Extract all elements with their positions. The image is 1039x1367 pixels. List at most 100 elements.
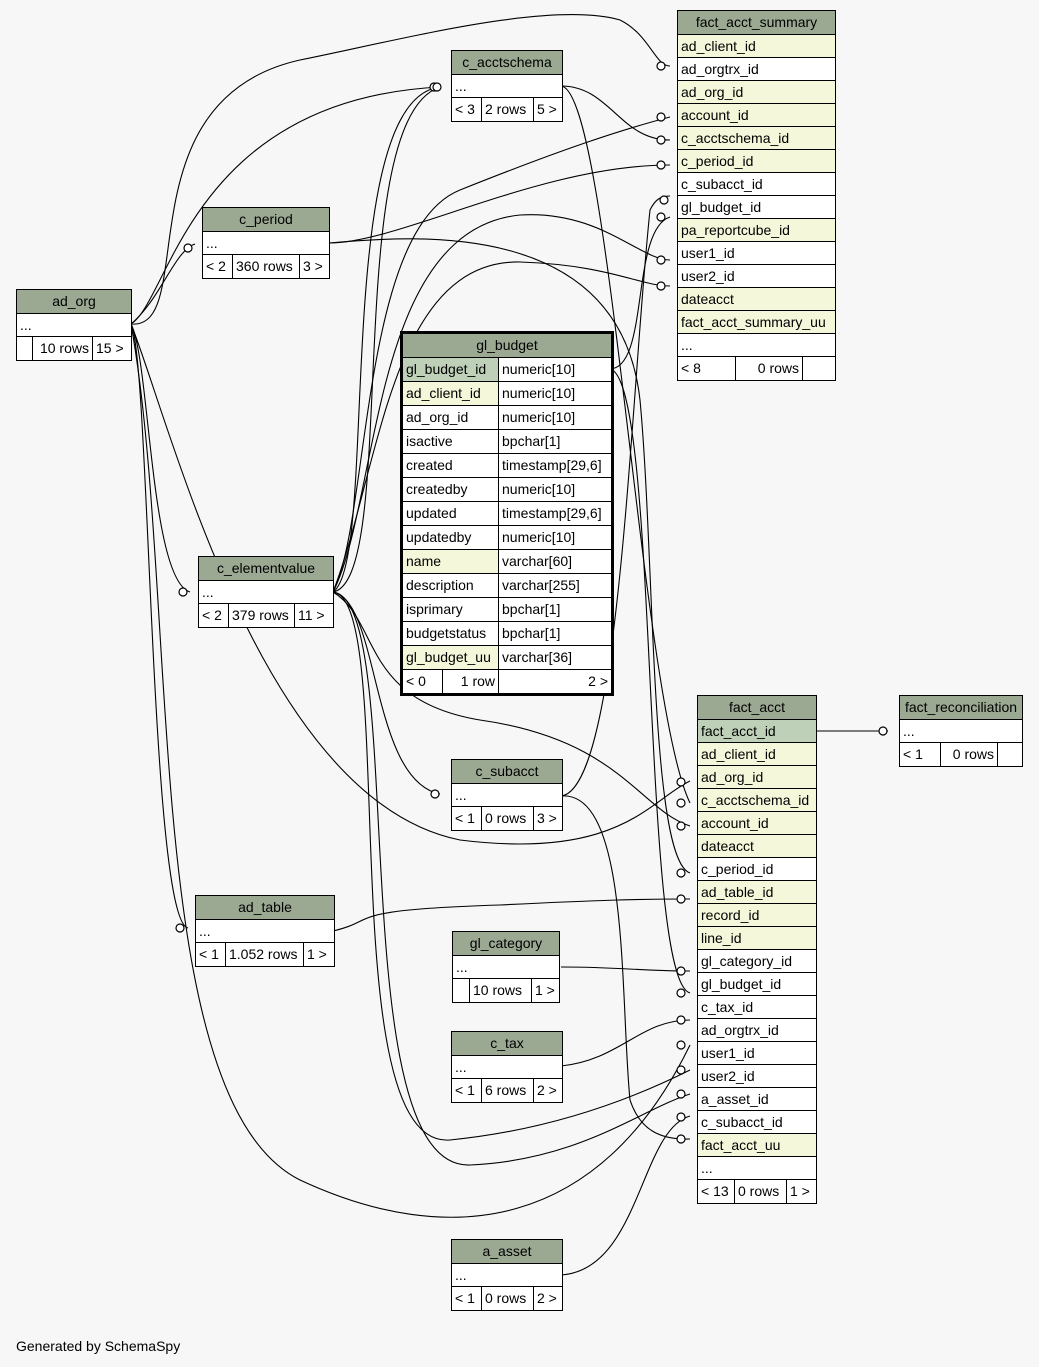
parents-count[interactable] <box>453 979 470 1002</box>
table-stats: < 8 0 rows <box>678 357 835 380</box>
table-header[interactable]: c_elementvalue <box>199 557 333 581</box>
table-c_elementvalue[interactable]: c_elementvalue ... < 2 379 rows 11 > <box>198 556 334 628</box>
row-count: 10 rows <box>33 337 93 360</box>
table-header[interactable]: c_period <box>203 208 329 232</box>
parents-count[interactable]: < 1 <box>452 807 482 830</box>
parents-count[interactable]: < 1 <box>452 1079 482 1102</box>
column-name: ad_org_id <box>403 406 499 429</box>
column-row: c_tax_id <box>698 996 816 1019</box>
column-row: ad_client_id <box>698 743 816 766</box>
column-row: fact_acct_uu <box>698 1134 816 1157</box>
table-header[interactable]: fact_acct_summary <box>678 11 835 35</box>
parents-count[interactable]: < 1 <box>452 1287 482 1310</box>
column-row: user1_id <box>698 1042 816 1065</box>
column-row: ad_client_id <box>678 35 835 58</box>
column-row: ... <box>678 334 835 357</box>
table-c_period[interactable]: c_period ... < 2 360 rows 3 > <box>202 207 330 279</box>
column-row: c_period_id <box>698 858 816 881</box>
children-count[interactable]: 1 > <box>790 1183 810 1199</box>
table-header[interactable]: gl_budget <box>403 334 611 358</box>
column-name: isactive <box>403 430 499 453</box>
column-row: c_period_id <box>678 150 835 173</box>
children-count[interactable]: 3 > <box>537 810 557 826</box>
table-stats: < 1 0 rows 3 > <box>452 807 562 830</box>
table-ellipsis: ... <box>203 232 329 255</box>
children-count[interactable]: 15 > <box>96 340 124 356</box>
column-type: timestamp[29,6] <box>499 502 611 525</box>
table-header[interactable]: c_subacct <box>452 760 562 784</box>
column-row: gl_budget_id <box>678 196 835 219</box>
column-row: c_acctschema_id <box>678 127 835 150</box>
parents-count[interactable]: < 1 <box>196 943 226 966</box>
table-header[interactable]: c_acctschema <box>452 51 562 75</box>
table-a_asset[interactable]: a_asset ... < 1 0 rows 2 > <box>451 1239 563 1311</box>
parents-count[interactable] <box>17 337 33 360</box>
table-header[interactable]: fact_acct <box>698 696 816 720</box>
table-header[interactable]: ad_table <box>196 896 334 920</box>
column-type: bpchar[1] <box>499 430 611 453</box>
table-c_subacct[interactable]: c_subacct ... < 1 0 rows 3 > <box>451 759 563 831</box>
table-stats: < 2 379 rows 11 > <box>199 604 333 627</box>
table-c_acctschema[interactable]: c_acctschema ... < 3 2 rows 5 > <box>451 50 563 122</box>
row-count: 10 rows <box>470 979 532 1002</box>
column-row: line_id <box>698 927 816 950</box>
children-count[interactable]: 1 > <box>535 982 555 998</box>
table-ellipsis: ... <box>452 1264 562 1287</box>
column-row: account_id <box>698 812 816 835</box>
table-fact_acct_summary[interactable]: fact_acct_summary ad_client_id ad_orgtrx… <box>677 10 836 381</box>
children-count[interactable]: 11 > <box>298 607 325 623</box>
table-ellipsis: ... <box>452 784 562 807</box>
table-ad_table[interactable]: ad_table ... < 1 1.052 rows 1 > <box>195 895 335 967</box>
parents-count[interactable]: < 1 <box>900 743 941 766</box>
column-row: c_subacct_id <box>698 1111 816 1134</box>
table-header[interactable]: gl_category <box>453 932 559 956</box>
table-stats: < 1 0 rows 2 > <box>452 1287 562 1310</box>
parents-count[interactable]: < 2 <box>199 604 229 627</box>
table-gl_category[interactable]: gl_category ... 10 rows 1 > <box>452 931 560 1003</box>
children-count <box>998 743 1022 766</box>
table-ellipsis: ... <box>452 1056 562 1079</box>
row-count: 0 rows <box>735 1180 787 1203</box>
column-type: numeric[10] <box>499 382 611 405</box>
table-stats: < 2 360 rows 3 > <box>203 255 329 278</box>
parents-count[interactable]: < 3 <box>452 98 482 121</box>
column-row: fact_acct_summary_uu <box>678 311 835 334</box>
column-name: createdby <box>403 478 499 501</box>
parents-count[interactable]: < 13 <box>698 1180 735 1203</box>
table-header[interactable]: a_asset <box>452 1240 562 1264</box>
table-header[interactable]: c_tax <box>452 1032 562 1056</box>
column-row: ad_orgtrx_id <box>678 58 835 81</box>
table-stats: < 0 1 row 2 > <box>403 670 611 693</box>
table-stats: < 1 6 rows 2 > <box>452 1079 562 1102</box>
column-row: dateacct <box>698 835 816 858</box>
parents-count[interactable]: < 0 <box>403 670 443 693</box>
column-type: numeric[10] <box>499 358 611 381</box>
column-row: pa_reportcube_id <box>678 219 835 242</box>
parents-count[interactable]: < 8 <box>678 357 736 380</box>
children-count[interactable]: 3 > <box>303 258 323 274</box>
column-name: isprimary <box>403 598 499 621</box>
column-row: ad_table_id <box>698 881 816 904</box>
table-header[interactable]: fact_reconciliation <box>900 696 1022 720</box>
children-count[interactable]: 2 > <box>537 1082 557 1098</box>
table-c_tax[interactable]: c_tax ... < 1 6 rows 2 > <box>451 1031 563 1103</box>
children-count[interactable]: 5 > <box>537 101 557 117</box>
children-count[interactable]: 1 > <box>307 946 327 962</box>
row-count: 6 rows <box>482 1079 534 1102</box>
table-ad_org[interactable]: ad_org ... 10 rows 15 > <box>16 289 132 361</box>
column-type: numeric[10] <box>499 478 611 501</box>
table-header[interactable]: ad_org <box>17 290 131 314</box>
row-count: 0 rows <box>736 357 803 380</box>
table-fact_acct[interactable]: fact_acct fact_acct_id ad_client_id ad_o… <box>697 695 817 1204</box>
table-fact_reconciliation[interactable]: fact_reconciliation ... < 1 0 rows <box>899 695 1023 767</box>
children-count[interactable]: 2 > <box>588 673 608 689</box>
column-name: updated <box>403 502 499 525</box>
parents-count[interactable]: < 2 <box>203 255 233 278</box>
children-count[interactable]: 2 > <box>537 1290 557 1306</box>
